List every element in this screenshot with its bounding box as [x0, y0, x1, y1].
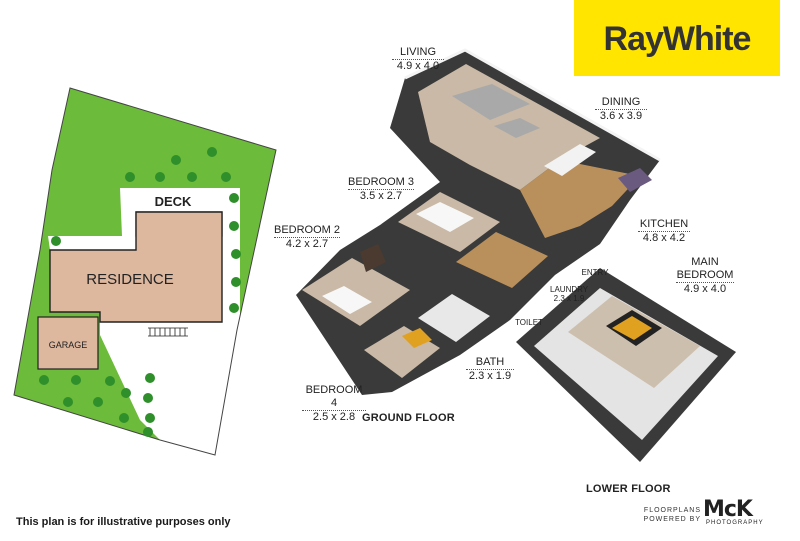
raywhite-logo: RayWhite [574, 0, 780, 76]
powered-line1: FLOORPLANS [643, 507, 701, 514]
bath-name: BATH [475, 356, 505, 368]
bedroom4-name: BEDROOM 4 [305, 384, 363, 409]
laundry-label: LAUNDRY 2.3 x 1.9 [550, 285, 588, 303]
main-bed-cover [612, 316, 652, 340]
laundry-dim: 2.3 x 1.9 [553, 294, 585, 303]
ground-walls [404, 48, 661, 162]
kitchen-label: KITCHEN 4.8 x 4.2 [638, 218, 690, 245]
bedroom3-name: BEDROOM 3 [348, 176, 415, 188]
bedroom2-floor [302, 258, 410, 326]
bedroom4-dim: 2.5 x 2.8 [302, 410, 366, 424]
main-bedroom-name-1: MAIN [691, 256, 719, 268]
steps [148, 327, 188, 337]
bedroom2-label: BEDROOM 2 4.2 x 2.7 [274, 224, 340, 251]
furniture [322, 84, 652, 348]
main-bedroom-label: MAIN BEDROOM 4.9 x 4.0 [676, 256, 734, 296]
living-name: LIVING [399, 46, 437, 58]
main-bedroom-name-2: BEDROOM [676, 269, 734, 281]
mck-sub: PHOTOGRAPHY [706, 520, 764, 526]
laundry-name: LAUNDRY [550, 285, 589, 294]
bedroom2-name: BEDROOM 2 [274, 224, 341, 236]
bedroom4-label: BEDROOM 4 2.5 x 2.8 [302, 384, 366, 424]
bath-label: BATH 2.3 x 1.9 [466, 356, 514, 383]
bedroom3-dim: 3.5 x 2.7 [348, 189, 414, 203]
deck-label: DECK [155, 194, 192, 209]
logo-text: RayWhite [603, 20, 752, 58]
powered-by: FLOORPLANS POWERED BY [641, 506, 701, 524]
kitchen-floor [520, 160, 640, 238]
living-label: LIVING 4.9 x 4.0 [392, 46, 444, 73]
ground-floor-title: GROUND FLOOR [362, 412, 455, 424]
hall-floor [456, 232, 548, 288]
kitchen-name: KITCHEN [639, 218, 689, 230]
site-plan: DECK RESIDENCE GARAGE [13, 87, 277, 456]
residence-label: RESIDENCE [86, 271, 174, 288]
residence-block [49, 211, 223, 323]
lower-floor-title: LOWER FLOOR [586, 483, 671, 495]
entry-label: ENTRY [581, 268, 609, 277]
bedroom2-dim: 4.2 x 2.7 [274, 237, 340, 251]
dining-name: DINING [601, 96, 641, 108]
mck-logo: McK [703, 497, 753, 522]
kitchen-dim: 4.8 x 4.2 [638, 231, 690, 245]
disclaimer: This plan is for illustrative purposes o… [16, 516, 231, 528]
trees [39, 147, 241, 437]
lot-boundary [13, 87, 277, 456]
dining-label: DINING 3.6 x 3.9 [595, 96, 647, 123]
bedroom3-label: BEDROOM 3 3.5 x 2.7 [348, 176, 414, 203]
living-dim: 4.9 x 4.0 [392, 59, 444, 73]
bath-floor [418, 294, 490, 342]
dining-dim: 3.6 x 3.9 [595, 109, 647, 123]
powered-line2: POWERED BY [643, 516, 701, 523]
toilet-label: TOILET [515, 318, 543, 327]
main-bedroom-dim: 4.9 x 4.0 [676, 282, 734, 296]
bath-dim: 2.3 x 1.9 [466, 369, 514, 383]
garage-block [37, 316, 99, 370]
garage-label: GARAGE [49, 340, 88, 350]
